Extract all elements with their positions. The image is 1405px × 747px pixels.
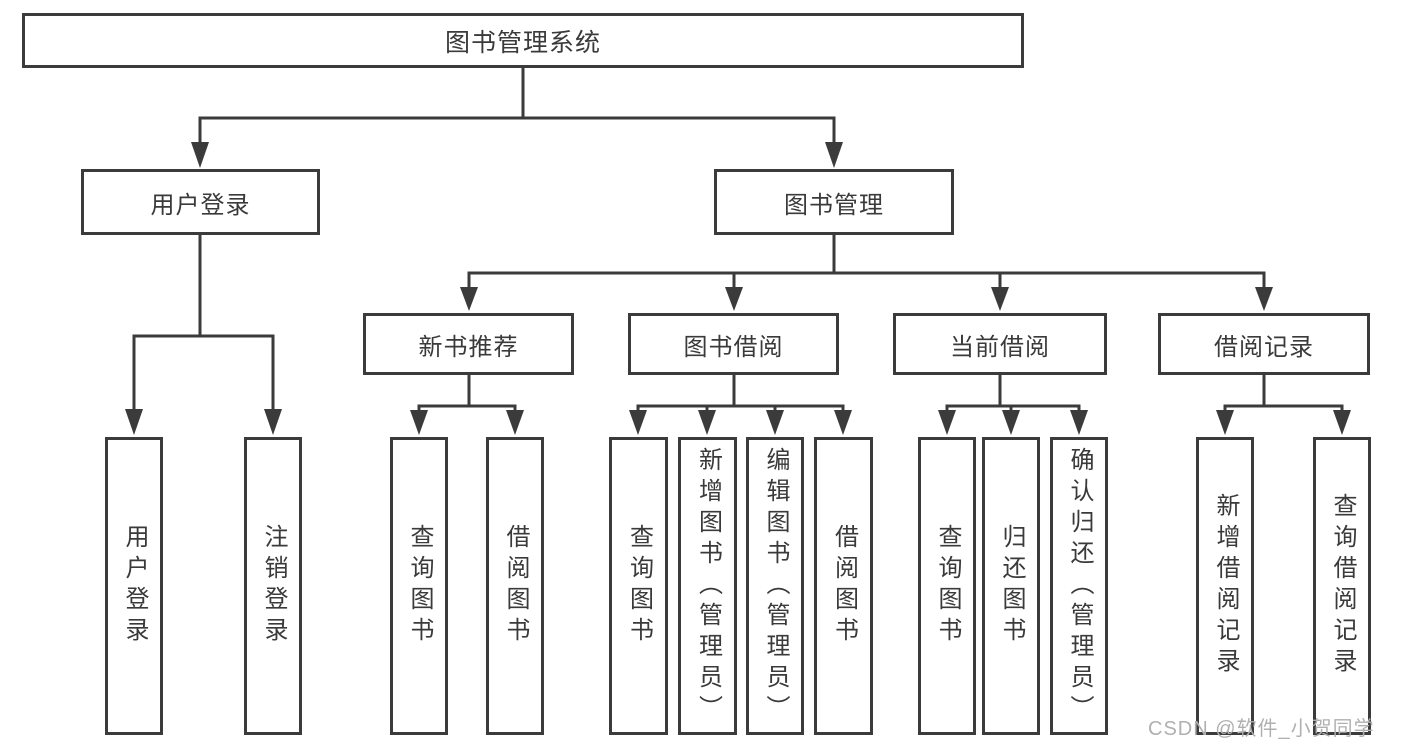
leaf-query-books-recommend: 查询图书	[390, 437, 448, 735]
node-book-management-label: 图书管理	[784, 191, 884, 219]
node-book-management: 图书管理	[714, 169, 954, 235]
leaf-confirm-return-admin: 确认归还（管理员）	[1050, 437, 1108, 735]
leaf-borrow-books-borrow: 借阅图书	[814, 437, 873, 735]
leaf-query-books-current: 查询图书	[918, 437, 976, 735]
leaf-return-book: 归还图书	[982, 437, 1040, 735]
leaf-query-books-borrow: 查询图书	[609, 437, 668, 735]
leaf-user-login-label: 用户登录	[121, 524, 148, 648]
leaf-logout: 注销登录	[244, 437, 302, 735]
leaf-add-book-admin-label: 新增图书（管理员）	[694, 446, 722, 726]
leaf-borrow-books-borrow-label: 借阅图书	[830, 524, 858, 648]
leaf-edit-book-admin: 编辑图书（管理员）	[746, 437, 804, 735]
node-new-book-recommend-label: 新书推荐	[418, 333, 519, 361]
leaf-query-books-recommend-label: 查询图书	[406, 524, 433, 648]
leaf-return-book-label: 归还图书	[998, 524, 1025, 648]
leaf-add-borrow-record-label: 新增借阅记录	[1212, 493, 1239, 679]
leaf-query-books-borrow-label: 查询图书	[625, 524, 653, 648]
node-system-label: 图书管理系统	[444, 28, 601, 57]
node-user-login-label: 用户登录	[150, 191, 251, 219]
leaf-add-borrow-record: 新增借阅记录	[1196, 437, 1254, 735]
node-borrow-records: 借阅记录	[1158, 313, 1370, 375]
node-current-borrow: 当前借阅	[893, 313, 1107, 375]
node-borrow-records-label: 借阅记录	[1214, 333, 1314, 361]
leaf-user-login: 用户登录	[105, 437, 163, 735]
leaf-query-books-current-label: 查询图书	[934, 524, 961, 648]
leaf-query-borrow-record: 查询借阅记录	[1313, 437, 1371, 735]
leaf-logout-label: 注销登录	[260, 524, 287, 648]
leaf-borrow-books-recommend: 借阅图书	[486, 437, 544, 735]
leaf-confirm-return-admin-label: 确认归还（管理员）	[1066, 446, 1093, 726]
node-new-book-recommend: 新书推荐	[363, 313, 574, 375]
node-system: 图书管理系统	[22, 13, 1024, 68]
leaf-query-borrow-record-label: 查询借阅记录	[1329, 493, 1356, 679]
node-book-borrow-label: 图书借阅	[683, 333, 784, 361]
node-current-borrow-label: 当前借阅	[950, 333, 1050, 361]
node-user-login: 用户登录	[81, 169, 320, 235]
leaf-borrow-books-recommend-label: 借阅图书	[502, 524, 529, 648]
watermark: CSDN @软件_小贺同学	[1148, 718, 1375, 740]
node-book-borrow: 图书借阅	[628, 313, 839, 375]
leaf-edit-book-admin-label: 编辑图书（管理员）	[762, 446, 789, 726]
leaf-add-book-admin: 新增图书（管理员）	[678, 437, 737, 735]
